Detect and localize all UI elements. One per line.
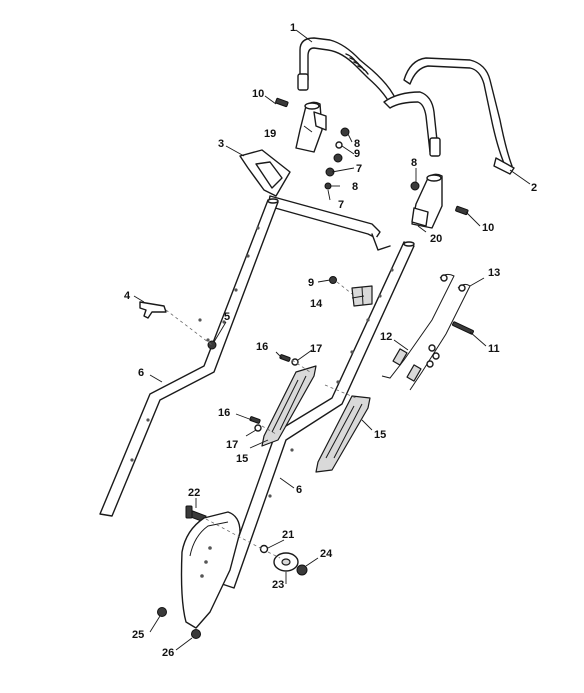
callout-26: 26 (162, 647, 174, 659)
adjustment-knob (273, 552, 299, 572)
callout-23: 23 (272, 579, 284, 591)
leader-lines (133, 29, 531, 651)
callout-11: 11 (488, 343, 500, 355)
callout-15-right: 15 (374, 429, 386, 441)
callout-24: 24 (320, 548, 333, 560)
handle-clamp-right (411, 173, 443, 229)
callout-3: 3 (218, 138, 224, 150)
callout-20: 20 (430, 233, 442, 245)
callout-19: 19 (264, 128, 276, 140)
callout-15-left: 15 (236, 453, 248, 465)
bracket-plate (180, 511, 241, 629)
callout-12: 12 (380, 331, 392, 343)
callout-8-top: 8 (354, 138, 360, 150)
handle-clamp-left (295, 101, 327, 153)
upper-tube-left (99, 198, 279, 517)
callout-13: 13 (488, 267, 500, 279)
wing-knob (139, 301, 167, 319)
callout-16-upper: 16 (256, 341, 268, 353)
callout-25: 25 (132, 629, 144, 641)
cable-12 (381, 273, 455, 379)
callout-8-right: 8 (411, 157, 417, 169)
callout-6-lower: 6 (296, 484, 302, 496)
bag-guide-upper (261, 365, 317, 447)
callout-9-lower: 9 (308, 277, 314, 289)
callout-7-upper: 7 (356, 163, 362, 175)
upper-tube-right (221, 241, 415, 589)
callout-1: 1 (290, 22, 296, 34)
bag-guide-lower (315, 395, 371, 473)
hardware (157, 97, 474, 639)
callout-17-upper: 17 (310, 343, 322, 355)
upper-handle-bar (297, 37, 441, 157)
callout-2: 2 (531, 182, 537, 194)
callout-5: 5 (224, 311, 230, 323)
callout-16-lower: 16 (218, 407, 230, 419)
callout-14: 14 (310, 298, 323, 310)
callout-10-right: 10 (482, 222, 494, 234)
cable-13 (406, 283, 471, 391)
callout-17-lower: 17 (226, 439, 238, 451)
callout-10-left: 10 (252, 88, 264, 100)
callout-21: 21 (282, 529, 294, 541)
bail-bar (403, 57, 515, 175)
control-lever (239, 149, 391, 251)
assembly-lines (165, 281, 357, 559)
callout-4: 4 (124, 290, 131, 302)
callout-8-mid: 8 (352, 181, 358, 193)
callout-labels: 1 2 3 4 5 6 6 7 7 8 8 8 9 9 10 10 11 12 … (124, 22, 537, 659)
callout-6-upper: 6 (138, 367, 144, 379)
callout-22: 22 (188, 487, 200, 499)
callout-9-upper: 9 (354, 148, 360, 160)
callout-7-lower: 7 (338, 199, 344, 211)
